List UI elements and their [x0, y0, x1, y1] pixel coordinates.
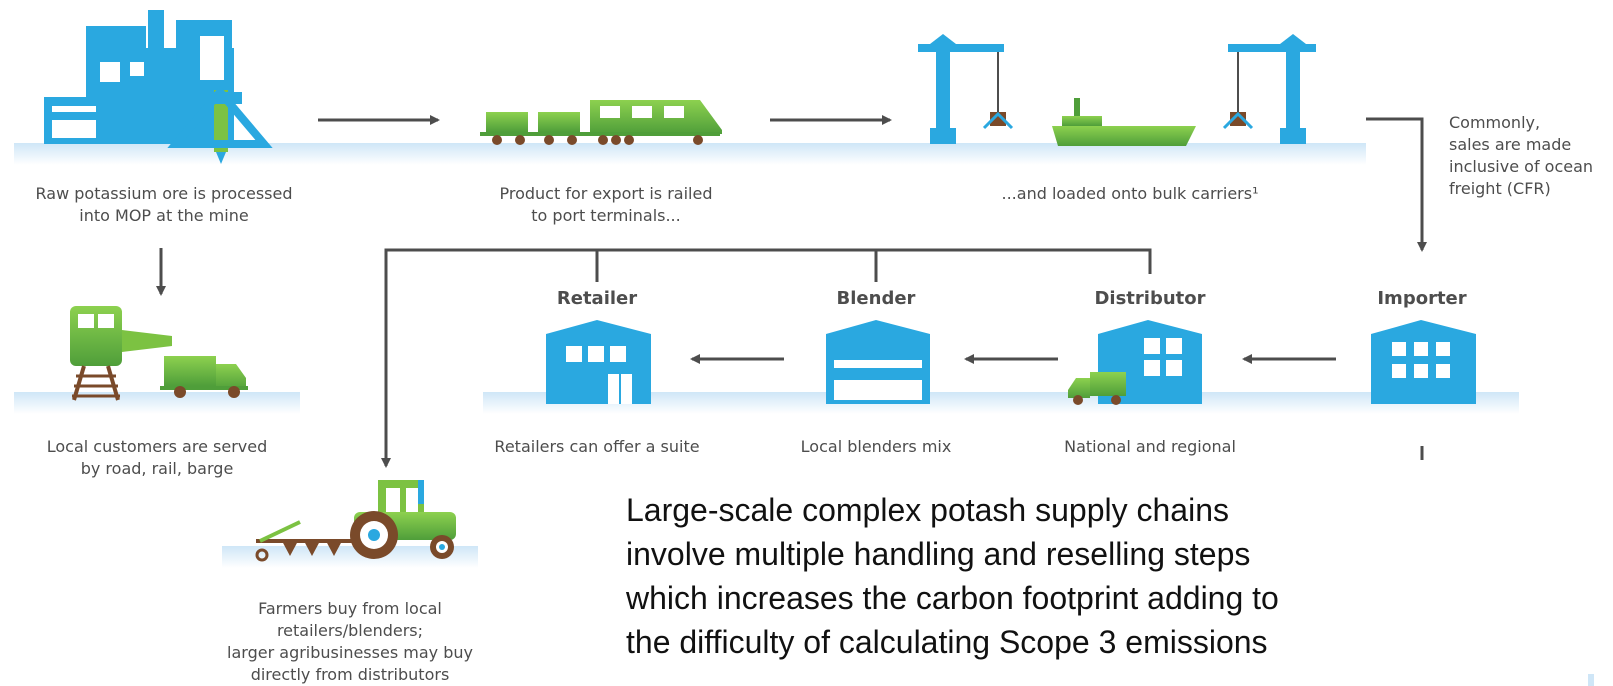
farmer-caption: Farmers buy from local retailers/blender… [227, 599, 473, 684]
blender-heading: Blender [836, 288, 916, 309]
arrow-distribution-to-farmers [381, 248, 1152, 468]
mine-icon [44, 10, 273, 164]
mine-caption: Raw potassium ore is processed into MOP … [35, 184, 293, 225]
ground-strip-top [14, 143, 1366, 165]
truck-icon [160, 356, 248, 398]
port-crane-icon [1222, 34, 1316, 144]
importer-heading: Importer [1377, 288, 1467, 309]
summary-text: Large-scale complex potash supply chains… [626, 492, 1279, 660]
blender-caption: Local blenders mix [800, 437, 952, 456]
warehouse-icon [1371, 320, 1476, 404]
tractor-icon [255, 480, 456, 562]
ground-strip-farm [222, 546, 478, 568]
rail-caption: Product for export is railed to port ter… [499, 184, 713, 225]
ground-strip-middle [483, 392, 1519, 414]
bulk-carrier-icon [1052, 98, 1196, 146]
truck-icon [1068, 372, 1126, 405]
local-train-icon [70, 306, 172, 401]
retailer-heading: Retailer [556, 288, 638, 309]
retailer-caption: Retailers can offer a suite [494, 437, 700, 456]
port-caption: ...and loaded onto bulk carriers¹ [1001, 184, 1259, 203]
warehouse-icon [546, 320, 651, 404]
port-crane-icon [918, 34, 1014, 144]
ground-strip-local [14, 392, 300, 414]
warehouse-icon [826, 320, 930, 404]
arrow-port-to-importer [1366, 117, 1427, 252]
corner-marker [1588, 674, 1594, 686]
cfr-note: Commonly, sales are made inclusive of oc… [1449, 113, 1594, 198]
train-icon [480, 100, 722, 145]
distributor-heading: Distributor [1094, 288, 1206, 309]
local-caption: Local customers are served by road, rail… [46, 437, 268, 478]
distributor-caption: National and regional [1064, 437, 1236, 456]
